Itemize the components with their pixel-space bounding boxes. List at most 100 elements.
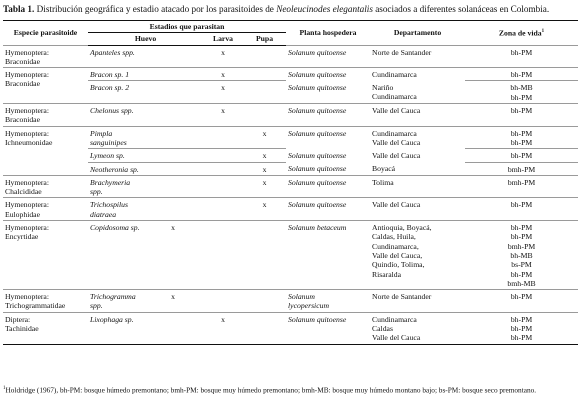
cell-zona: bh-MB bh-PM xyxy=(465,80,579,104)
cell-huevo: x xyxy=(143,289,203,313)
cell-huevo xyxy=(143,311,203,345)
cell-huevo xyxy=(143,161,203,176)
cell-departamento: Cundinamarca Caldas Valle del Cauca xyxy=(370,311,466,345)
cell-species: Apanteles spp. xyxy=(88,44,143,68)
cell-zona: bh-PM xyxy=(465,197,579,221)
cell-larva: x xyxy=(203,311,243,345)
cell-larva xyxy=(203,220,243,290)
cell-planta: Solanum quitoense xyxy=(286,44,371,68)
cell-larva xyxy=(203,289,243,313)
caption-text-after: asociados a diferentes solanáceas en Col… xyxy=(372,4,550,14)
cell-zona: bh-PM bh-PM xyxy=(465,125,579,149)
cell-planta: Solanum lycopersicum xyxy=(286,289,371,313)
cell-planta: Solanum betaceum xyxy=(286,220,371,290)
cell-order: Hymenoptera: Braconidae xyxy=(3,67,88,104)
cell-species: Chelonus spp. xyxy=(88,103,143,127)
header-departamento: Departamento xyxy=(370,20,466,46)
cell-zona: bh-PM xyxy=(465,148,579,163)
cell-species: Lixophaga sp. xyxy=(88,311,143,345)
caption-species: Neoleucinodes elegantalis xyxy=(276,4,373,14)
cell-pupa xyxy=(243,220,287,290)
header-especie: Especie parasitoide xyxy=(3,20,88,46)
header-planta: Planta hospedera xyxy=(286,20,371,46)
cell-zona: bh-PM xyxy=(465,67,579,81)
header-larva: Larva xyxy=(203,32,243,46)
cell-zona: bmh-PM xyxy=(465,174,579,198)
cell-huevo xyxy=(143,80,203,104)
cell-pupa xyxy=(243,67,287,81)
cell-order: Hymenoptera: Chalcididae xyxy=(3,174,88,198)
cell-species: Lymeon sp. xyxy=(88,148,143,163)
cell-zona: bh-PM xyxy=(465,103,579,127)
cell-planta: Solanum quitoense xyxy=(286,103,371,127)
cell-zona: bh-PM bh-PM bmh-PM bh-MB bs-PM bh-PM bmh… xyxy=(465,220,579,290)
cell-species: Trichogramma spp. xyxy=(88,289,143,313)
cell-larva xyxy=(203,148,243,163)
cell-departamento: Nariño Cundinamarca xyxy=(372,82,417,102)
cell-planta: Solanum quitoense xyxy=(288,82,347,92)
cell-planta: Solanum quitoense xyxy=(286,174,371,198)
cell-larva xyxy=(203,125,243,149)
cell-departamento: Cundinamarca xyxy=(370,67,466,81)
cell-huevo xyxy=(143,44,203,68)
cell-pupa xyxy=(243,311,287,345)
cell-larva: x xyxy=(203,103,243,127)
cell-pupa: x xyxy=(243,125,287,149)
footnote: 1Holdridge (1967), bh-PM: bosque húmedo … xyxy=(3,384,575,394)
cell-huevo xyxy=(143,67,203,81)
caption-text-before: Distribución geográfica y estadio atacad… xyxy=(34,4,277,14)
cell-zona: bmh-PM xyxy=(465,161,579,176)
cell-species: Pimpla sanguinipes xyxy=(88,125,143,149)
header-huevo: Huevo xyxy=(88,32,203,46)
parasitoid-table: Especie parasitoide Estadios que parasit… xyxy=(3,19,579,345)
cell-order: Hymenoptera: Eulophidae xyxy=(3,197,88,221)
cell-larva: x xyxy=(203,67,243,81)
cell-departamento: Valle del Cauca xyxy=(370,197,466,221)
cell-pupa: x xyxy=(243,174,287,198)
cell-planta: Solanum quitoense xyxy=(286,67,371,81)
caption-label: Tabla 1. xyxy=(3,4,35,14)
header-zona: Zona de vida1 xyxy=(465,20,579,46)
cell-departamento: Valle del Cauca xyxy=(370,103,466,127)
table-caption: Tabla 1. Distribución geográfica y estad… xyxy=(3,3,577,15)
cell-larva: x xyxy=(203,44,243,68)
cell-pupa: x xyxy=(243,161,287,176)
cell-huevo xyxy=(143,148,203,163)
cell-planta: Solanum quitoense xyxy=(286,125,371,149)
cell-pupa: x xyxy=(243,197,287,221)
cell-departamento: Cundinamarca Valle del Cauca xyxy=(370,125,466,149)
cell-pupa xyxy=(243,80,287,104)
cell-zona: bh-PM bh-PM bh-PM xyxy=(465,311,579,345)
cell-order: Hymenoptera: Braconidae xyxy=(3,103,88,127)
cell-departamento: Antioquia, Boyacá, Caldas, Huila, Cundin… xyxy=(370,220,466,290)
cell-departamento: Valle del Cauca xyxy=(372,150,421,160)
cell-planta: Solanum quitoense xyxy=(286,197,371,221)
cell-departamento: Tolima xyxy=(370,174,466,198)
cell-huevo xyxy=(143,125,203,149)
cell-zona: bh-PM xyxy=(465,44,579,68)
cell-species: Trichospilus diatraea xyxy=(88,197,143,221)
header-pupa: Pupa xyxy=(243,32,287,46)
cell-species: Bracon sp. 2 xyxy=(88,80,143,104)
cell-order: Hymenoptera: Ichneumonidae xyxy=(3,125,88,176)
cell-pupa xyxy=(243,103,287,127)
cell-departamento: Norte de Santander xyxy=(370,289,466,313)
cell-planta: Solanum quitoense xyxy=(286,311,371,345)
footnote-text: Holdridge (1967), bh-PM: bosque húmedo p… xyxy=(5,385,537,395)
cell-departamento: Boyacá xyxy=(372,164,396,174)
cell-huevo xyxy=(143,103,203,127)
cell-pupa xyxy=(243,289,287,313)
cell-order: Diptera: Tachinidae xyxy=(3,311,88,345)
